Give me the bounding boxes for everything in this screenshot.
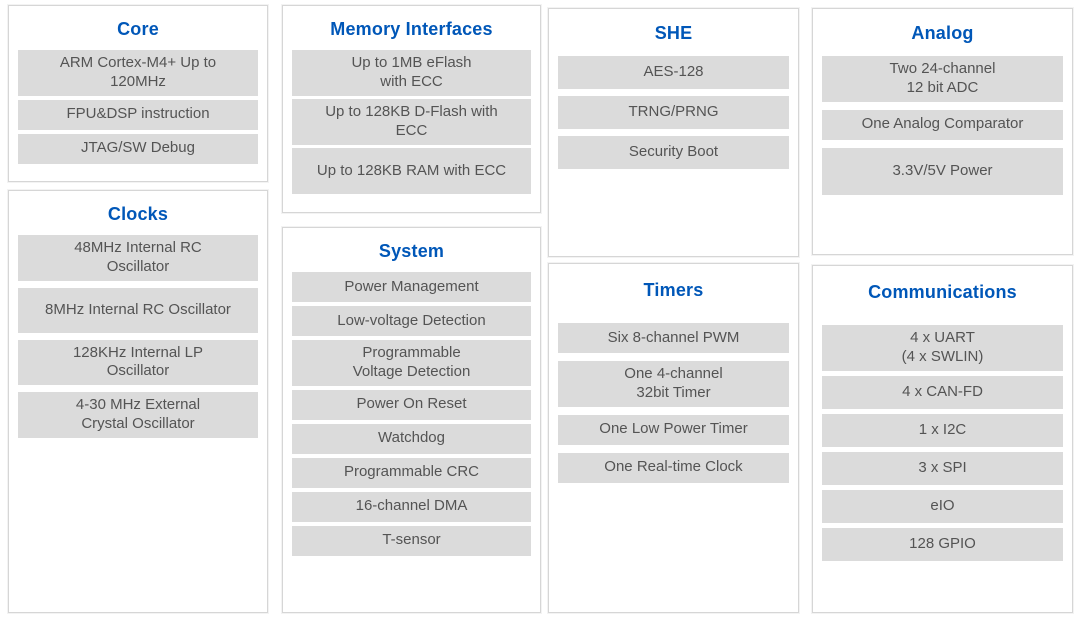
feature-item: 3 x SPI <box>822 451 1063 485</box>
feature-item: One Low Power Timer <box>558 414 789 445</box>
feature-item: Programmable Voltage Detection <box>292 340 531 386</box>
feature-item: 1 x I2C <box>822 413 1063 447</box>
feature-item: 4-30 MHz External Crystal Oscillator <box>18 392 258 438</box>
feature-item: TRNG/PRNG <box>558 96 789 129</box>
feature-item: T-sensor <box>292 525 531 556</box>
feature-item: AES-128 <box>558 56 789 89</box>
feature-item: Up to 1MB eFlash with ECC <box>292 50 531 96</box>
feature-item: 4 x UART (4 x SWLIN) <box>822 325 1063 371</box>
feature-item: Two 24-channel 12 bit ADC <box>822 56 1063 102</box>
feature-item: One 4-channel 32bit Timer <box>558 361 789 407</box>
panel-title-timers: Timers <box>643 280 704 300</box>
feature-item: Six 8-channel PWM <box>558 323 789 353</box>
feature-item: 128 GPIO <box>822 527 1063 561</box>
panel-title-she: SHE <box>654 23 693 43</box>
feature-item: ARM Cortex-M4+ Up to 120MHz <box>18 50 258 96</box>
feature-item: 48MHz Internal RC Oscillator <box>18 235 258 281</box>
feature-item-list: 48MHz Internal RC Oscillator 8MHz Interna… <box>9 235 267 438</box>
feature-item: JTAG/SW Debug <box>18 133 258 164</box>
feature-item: 128KHz Internal LP Oscillator <box>18 339 258 385</box>
feature-item-list: 4 x UART (4 x SWLIN) 4 x CAN-FD 1 x I2C 3 x… <box>813 325 1072 561</box>
feature-item: One Real-time Clock <box>558 452 789 483</box>
feature-item: Watchdog <box>292 423 531 454</box>
panel-title-analog: Analog <box>911 23 974 43</box>
feature-item: eIO <box>822 489 1063 523</box>
panel-title-memory: Memory Interfaces <box>330 19 493 39</box>
panel-memory: Memory Interfaces Up to 1MB eFlash with E… <box>282 5 541 213</box>
feature-item: Security Boot <box>558 136 789 169</box>
feature-item-list: Six 8-channel PWM One 4-channel 32bit Tim… <box>549 323 798 483</box>
feature-item-list: Two 24-channel 12 bit ADC One Analog Comp… <box>813 56 1072 195</box>
feature-item: Power Management <box>292 272 531 302</box>
feature-item: Power On Reset <box>292 389 531 420</box>
feature-item: 16-channel DMA <box>292 491 531 522</box>
feature-item: Up to 128KB D-Flash with ECC <box>292 99 531 145</box>
feature-item: Up to 128KB RAM with ECC <box>292 148 531 194</box>
feature-item: 4 x CAN-FD <box>822 375 1063 409</box>
panel-title-system: System <box>378 241 445 261</box>
feature-item: Programmable CRC <box>292 457 531 488</box>
panel-title-clocks: Clocks <box>107 204 169 224</box>
feature-item: FPU&DSP instruction <box>18 99 258 130</box>
panel-comms: Communications 4 x UART (4 x SWLIN) 4 x CA… <box>812 265 1073 613</box>
feature-item: Low-voltage Detection <box>292 306 531 336</box>
panel-title-core: Core <box>117 19 159 39</box>
panel-clocks: Clocks 48MHz Internal RC Oscillator 8MHz I… <box>8 190 268 613</box>
feature-item: 3.3V/5V Power <box>822 147 1063 195</box>
panel-title-comms: Communications <box>868 282 1017 302</box>
feature-item: One Analog Comparator <box>822 109 1063 140</box>
feature-item: 8MHz Internal RC Oscillator <box>18 287 258 333</box>
